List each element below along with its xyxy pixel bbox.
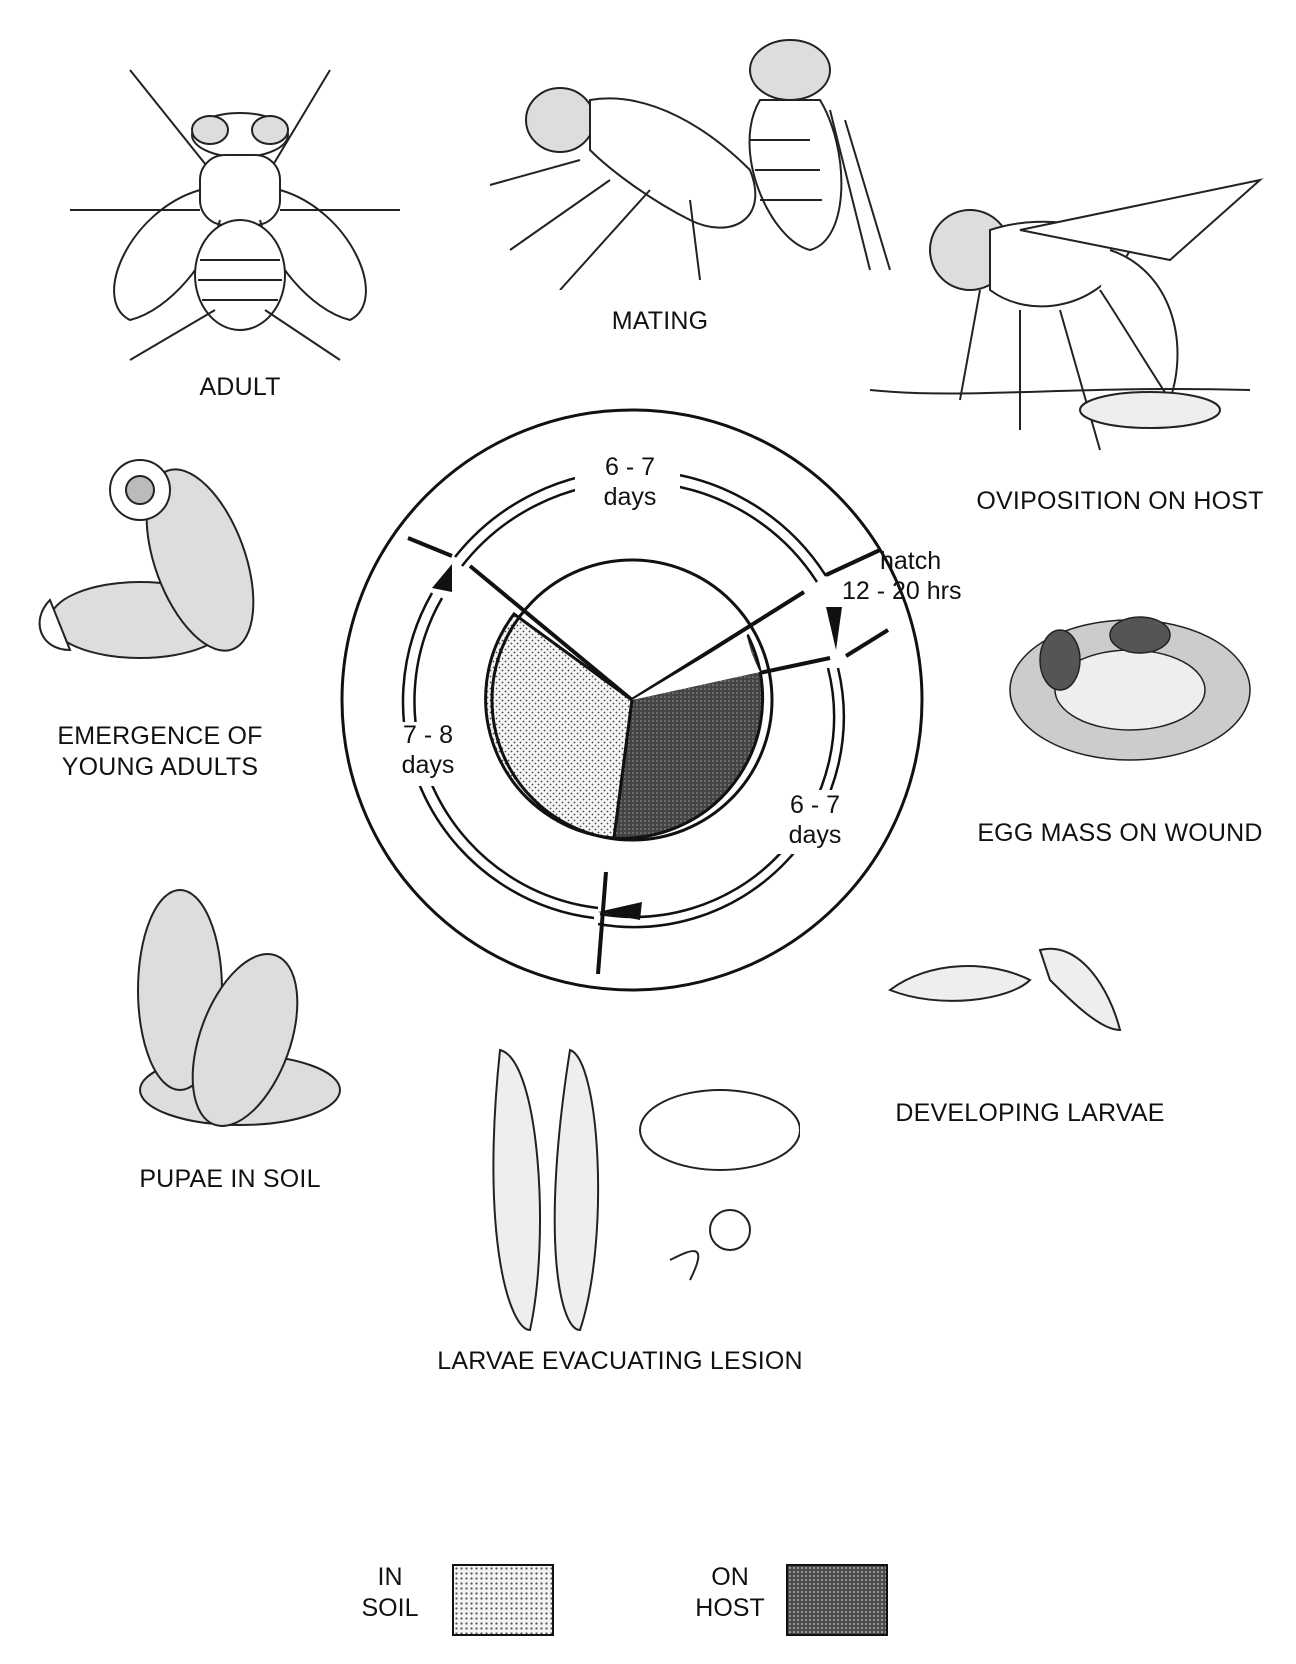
- hatch-label: hatch 12 - 20 hrs: [842, 546, 1002, 606]
- legend-host-line2: HOST: [690, 1593, 770, 1624]
- legend-soil-line1: IN: [355, 1562, 425, 1593]
- arrow-head-right: [826, 607, 842, 650]
- egg-mass-label: EGG MASS ON WOUND: [960, 818, 1280, 849]
- arrow-head-left: [432, 564, 452, 592]
- adult-fly-icon: [70, 60, 410, 380]
- emergence-line1: EMERGENCE OF: [30, 721, 290, 752]
- ovipositing-fly-icon: [870, 170, 1290, 470]
- top-duration-label: 6 - 7 days: [580, 452, 680, 512]
- larvae-lesion-icon: [470, 1040, 800, 1340]
- egg-mass-icon: [1000, 600, 1260, 780]
- top-duration-unit: days: [580, 482, 680, 512]
- pupae-label: PUPAE IN SOIL: [110, 1164, 350, 1195]
- emergence-label: EMERGENCE OF YOUNG ADULTS: [30, 721, 290, 783]
- in-soil-sector: [486, 614, 632, 838]
- legend-host-label: ON HOST: [690, 1562, 770, 1624]
- emerging-adult-icon: [30, 450, 310, 700]
- right-duration-label: 6 - 7 days: [770, 790, 860, 850]
- oviposition-label: OVIPOSITION ON HOST: [960, 486, 1280, 517]
- left-duration-label: 7 - 8 days: [388, 720, 468, 780]
- larvae-evacuating-label: LARVAE EVACUATING LESION: [410, 1346, 830, 1377]
- hatch-title: hatch: [842, 546, 1002, 576]
- pupae-icon: [120, 880, 360, 1140]
- left-duration-value: 7 - 8: [388, 720, 468, 750]
- right-duration-value: 6 - 7: [770, 790, 860, 820]
- legend-soil-label: IN SOIL: [355, 1562, 425, 1624]
- mating-label: MATING: [580, 306, 740, 337]
- legend-soil-line2: SOIL: [355, 1593, 425, 1624]
- legend-host-swatch: [786, 1564, 888, 1636]
- hatch-duration: 12 - 20 hrs: [842, 576, 1002, 606]
- larvae-icon: [880, 930, 1140, 1050]
- right-duration-unit: days: [770, 820, 860, 850]
- legend-host-line1: ON: [690, 1562, 770, 1593]
- developing-larvae-label: DEVELOPING LARVAE: [880, 1098, 1180, 1129]
- top-duration-value: 6 - 7: [580, 452, 680, 482]
- mating-flies-icon: [450, 20, 900, 290]
- left-duration-unit: days: [388, 750, 468, 780]
- adult-label: ADULT: [150, 372, 330, 403]
- emergence-line2: YOUNG ADULTS: [30, 752, 290, 783]
- legend-soil-swatch: [452, 1564, 554, 1636]
